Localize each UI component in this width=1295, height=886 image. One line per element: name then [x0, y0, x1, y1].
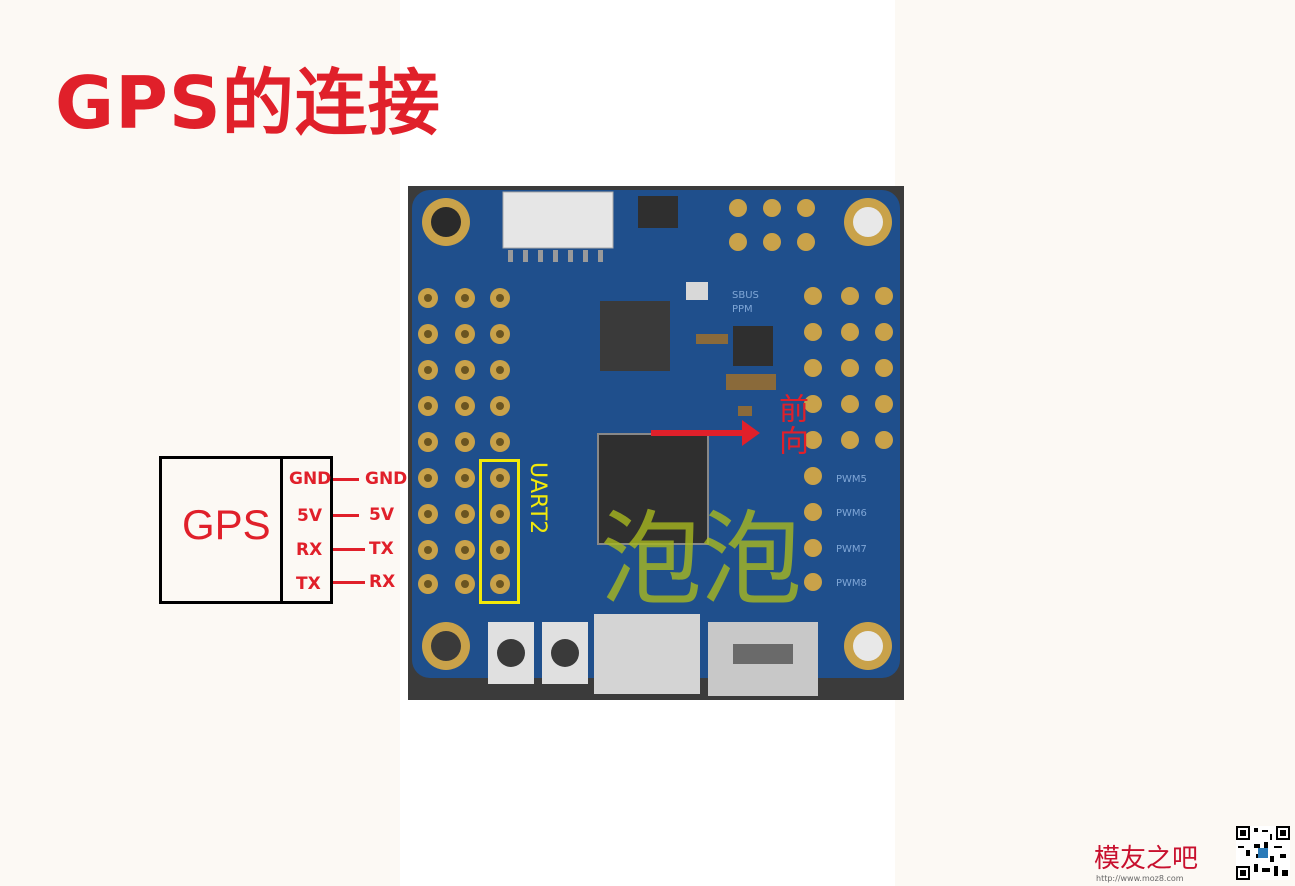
board-pin-gnd: GND: [365, 469, 408, 489]
flight-controller-board: SBUS PPM PWM5 PWM6 PWM7 PWM8: [408, 186, 904, 700]
connector-bottom: [594, 614, 700, 694]
silk-pwm6: PWM6: [836, 508, 867, 519]
page-background-right: [895, 0, 1295, 886]
wire-5v: [333, 514, 359, 517]
forward-arrow: [651, 420, 760, 446]
silk-ppm: PPM: [732, 304, 753, 315]
small-chip: [638, 196, 678, 228]
gps-module-label: GPS: [182, 501, 271, 548]
top-right-pins: [729, 199, 815, 251]
gps-pin-5v: 5V: [297, 506, 322, 526]
wire-rx-tx: [333, 548, 365, 551]
left-pin-header: [418, 288, 510, 594]
site-logo[interactable]: 模友之吧: [1094, 844, 1199, 874]
gps-pin-tx: TX: [296, 574, 321, 594]
mounting-holes: [422, 198, 892, 670]
gps-module-box: GPS: [159, 456, 333, 604]
sensor-chip: [600, 301, 670, 371]
barometer: [686, 282, 708, 300]
board-pin-rx: RX: [369, 572, 396, 592]
uart2-label: UART2: [525, 462, 550, 535]
wire-tx-rx: [333, 581, 365, 584]
page-title: GPS的连接: [55, 61, 441, 145]
qr-code-icon: [1236, 826, 1290, 880]
gps-pin-gnd: GND: [289, 469, 332, 489]
board-pin-tx: TX: [369, 539, 394, 559]
silk-sbus: SBUS: [732, 290, 759, 301]
silk-pwm7: PWM7: [836, 544, 867, 555]
site-url[interactable]: http://www.moz8.com: [1096, 874, 1184, 883]
front-direction-label: 前向: [773, 393, 808, 457]
watermark-text: 泡泡: [600, 501, 802, 620]
wire-gnd: [333, 478, 359, 481]
mcu-chip: [597, 433, 709, 545]
gps-box-divider: [280, 459, 283, 601]
silk-pwm8: PWM8: [836, 578, 867, 589]
top-connector: [502, 191, 614, 249]
regulator-chip: [733, 326, 773, 366]
uart2-highlight-box: [479, 459, 520, 604]
board-pin-5v: 5V: [369, 505, 394, 525]
page-background-left: [0, 0, 400, 886]
right-pin-header: [804, 287, 893, 591]
silk-pwm5: PWM5: [836, 474, 867, 485]
gps-pin-rx: RX: [296, 540, 323, 560]
